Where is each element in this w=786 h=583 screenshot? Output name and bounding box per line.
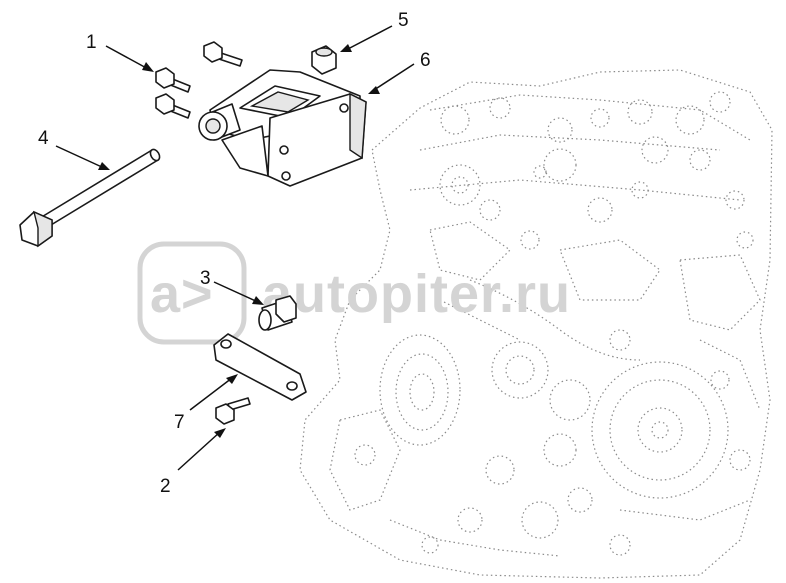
leader-7 <box>189 374 238 411</box>
part-3-spacer-bolt <box>258 295 297 331</box>
part-5-nut <box>311 45 337 75</box>
bolt-lower <box>155 93 191 119</box>
leader-6 <box>368 63 415 94</box>
leader-5 <box>340 25 393 52</box>
part-6-bracket <box>198 69 367 187</box>
engine-block <box>299 69 773 579</box>
part-1-bolts <box>155 41 243 119</box>
leader-4 <box>55 145 110 170</box>
callout-labels: 1 2 3 4 5 6 7 <box>38 10 431 497</box>
callout-1: 1 <box>86 32 97 53</box>
watermark-text: autopiter.ru <box>262 264 571 324</box>
callout-6: 6 <box>420 50 431 71</box>
bolt-upper <box>203 41 243 67</box>
part-4-long-bolt <box>19 148 161 248</box>
callout-2: 2 <box>160 476 171 497</box>
leader-2 <box>177 428 226 471</box>
callout-3: 3 <box>200 268 211 289</box>
leader-1 <box>105 45 154 72</box>
watermark: a> autopiter.ru <box>137 241 571 345</box>
callout-7: 7 <box>174 412 185 433</box>
callout-5: 5 <box>398 10 409 31</box>
leader-lines <box>55 25 415 471</box>
part-2-small-bolt <box>215 397 251 425</box>
bolt-middle <box>155 67 191 93</box>
callout-4: 4 <box>38 128 49 149</box>
leader-3 <box>213 281 264 305</box>
part-7-link-plate <box>213 333 307 401</box>
watermark-logo-frame <box>137 241 247 345</box>
watermark-logo-text: a> <box>150 264 214 324</box>
